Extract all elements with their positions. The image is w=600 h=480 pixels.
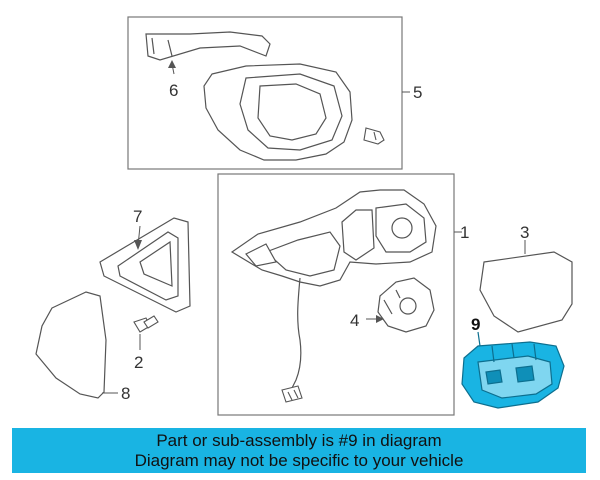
callout-4: 4 <box>350 311 359 330</box>
callout-6: 6 <box>169 81 178 100</box>
callout-1: 1 <box>460 223 469 242</box>
callout-9-leader <box>477 331 481 347</box>
part-5-mirror-cover <box>203 63 353 161</box>
wire-harness <box>291 277 302 389</box>
part-6-trim-strip <box>145 31 271 61</box>
callout-9: 9 <box>471 315 480 334</box>
banner-line-2: Diagram may not be specific to your vehi… <box>134 451 464 470</box>
callout-8: 8 <box>121 384 130 403</box>
part-7-glass-holder <box>99 217 191 313</box>
callout-2: 2 <box>134 353 143 372</box>
callout-3: 3 <box>520 223 529 242</box>
callout-7: 7 <box>133 207 142 226</box>
cover-screw <box>363 127 385 145</box>
part-9-mirror-housing-highlighted <box>461 341 565 409</box>
part-5-group-box <box>127 16 403 170</box>
part-info-banner: Part or sub-assembly is #9 in diagram Di… <box>12 428 586 473</box>
banner-line-1: Part or sub-assembly is #9 in diagram <box>156 431 442 450</box>
callout-5: 5 <box>413 83 422 102</box>
part-3-mirror-glass <box>479 251 573 333</box>
part-2-bolt <box>133 315 159 333</box>
part-1-mirror-assembly <box>230 189 437 287</box>
wire-connector <box>281 385 303 403</box>
part-1-group-box <box>217 173 455 416</box>
part-4-mirror-motor <box>377 277 435 333</box>
part-8-mirror-glass <box>35 291 107 399</box>
parts-diagram: 1 2 3 4 5 6 7 8 9 <box>35 16 573 416</box>
